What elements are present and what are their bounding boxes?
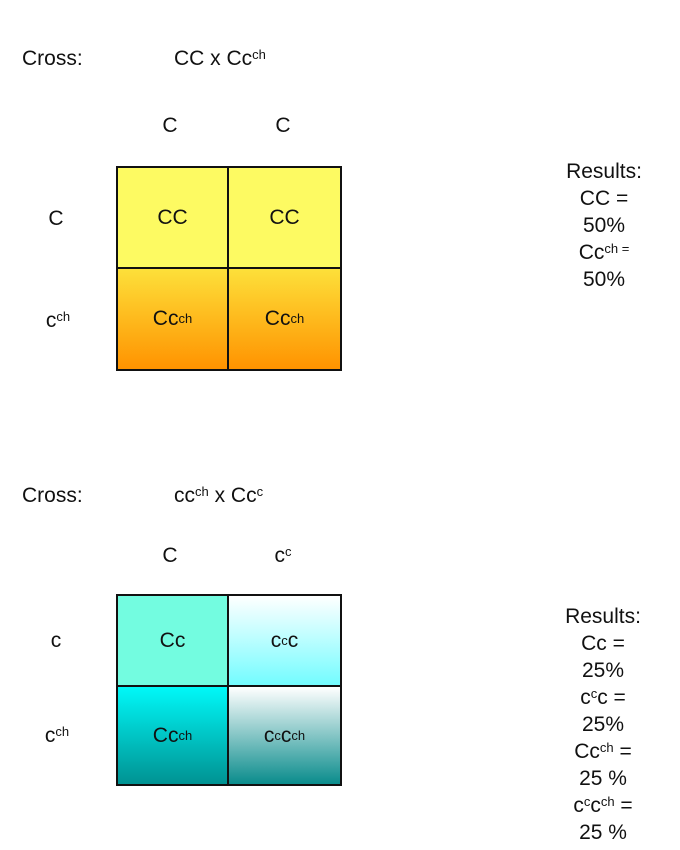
- cross1-col-header: C: [162, 114, 178, 137]
- punnett-cell: CC: [118, 168, 229, 269]
- result-line: Cc = 25%: [581, 632, 625, 682]
- cross1-parents: CC x Ccch: [174, 47, 266, 70]
- results-title: Results:: [565, 605, 641, 628]
- cross1-row-header: cch: [45, 309, 71, 332]
- result-line: Ccch = 25 %: [574, 740, 632, 790]
- cross2-col-header: C: [162, 544, 178, 567]
- punnett-cell: CC: [229, 168, 340, 269]
- result-line: ccc = 25%: [580, 686, 626, 736]
- results-title: Results:: [566, 160, 642, 183]
- cross2-row-header: c: [50, 629, 62, 652]
- cross1-col-header: C: [275, 114, 291, 137]
- cross2-parents: ccch x Ccc: [174, 484, 264, 507]
- cross1-results: Results: CC = 50% Ccch = 50%: [566, 158, 642, 293]
- result-line: cccch = 25 %: [573, 794, 633, 844]
- cross2-col-header: cc: [274, 544, 292, 567]
- cross1-label: Cross:: [22, 47, 83, 70]
- result-line: CC = 50%: [579, 187, 629, 237]
- result-line: Ccch = 50%: [578, 241, 630, 291]
- cross2-label: Cross:: [22, 484, 83, 507]
- punnett-cell: Cc: [118, 596, 229, 687]
- cross1-row-header: C: [48, 207, 64, 230]
- cross2-row-header: cch: [44, 724, 70, 747]
- cross2-results: Results: Cc = 25% ccc = 25% Ccch = 25 % …: [565, 603, 642, 846]
